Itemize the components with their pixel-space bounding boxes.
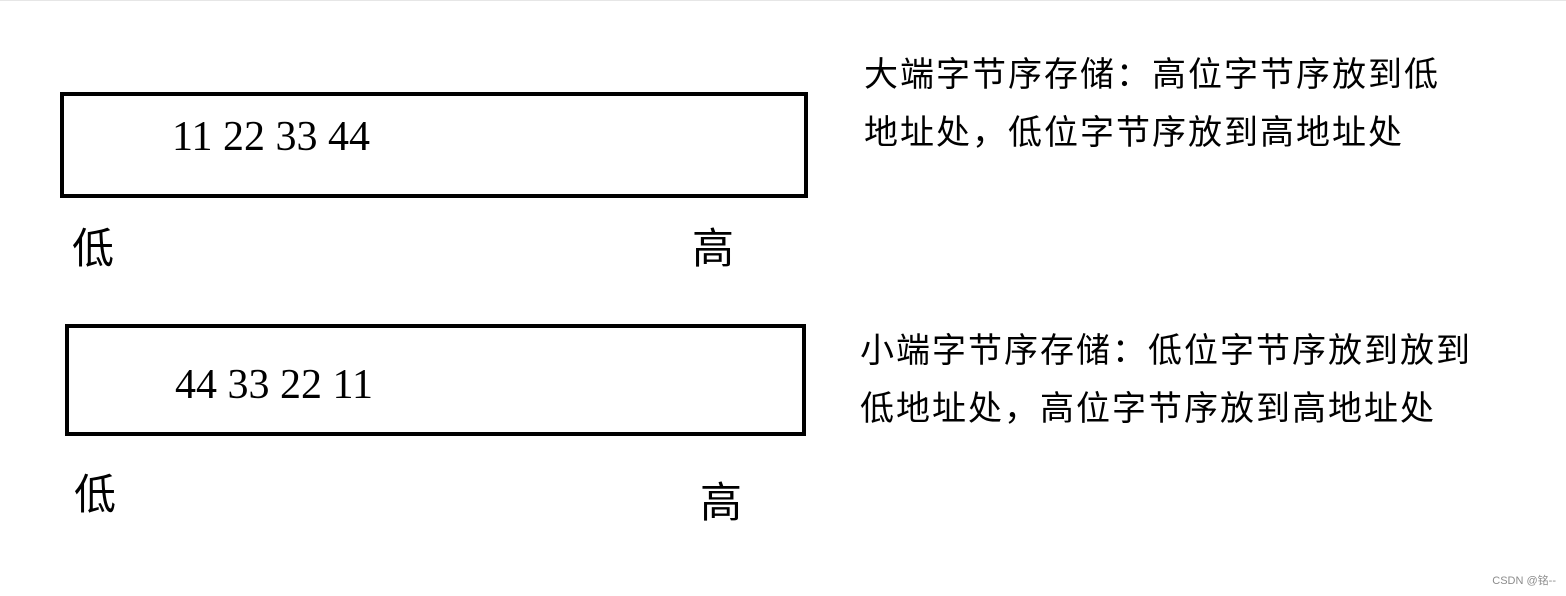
big-endian-description: 大端字节序存储：高位字节序放到低 地址处，低位字节序放到高地址处	[864, 46, 1440, 162]
csdn-watermark: CSDN @铭--	[1492, 575, 1556, 587]
little-endian-bytes: 44 33 22 11	[175, 362, 373, 408]
little-endian-low-address-label: 低	[74, 470, 117, 519]
little-endian-high-address-label: 高	[700, 478, 743, 527]
big-endian-high-address-label: 高	[692, 224, 735, 273]
big-endian-memory-box: 11 22 33 44	[60, 92, 808, 198]
big-endian-description-line1: 大端字节序存储：高位字节序放到低	[864, 55, 1440, 95]
little-endian-description: 小端字节序存储：低位字节序放到放到 低地址处，高位字节序放到高地址处	[860, 322, 1472, 438]
little-endian-memory-box: 44 33 22 11	[65, 324, 806, 436]
big-endian-low-address-label: 低	[72, 224, 115, 273]
little-endian-description-line2: 低地址处，高位字节序放到高地址处	[860, 389, 1436, 429]
top-divider	[0, 0, 1566, 1]
big-endian-description-line2: 地址处，低位字节序放到高地址处	[864, 113, 1404, 153]
big-endian-bytes: 11 22 33 44	[172, 114, 370, 160]
little-endian-description-line1: 小端字节序存储：低位字节序放到放到	[860, 331, 1472, 371]
